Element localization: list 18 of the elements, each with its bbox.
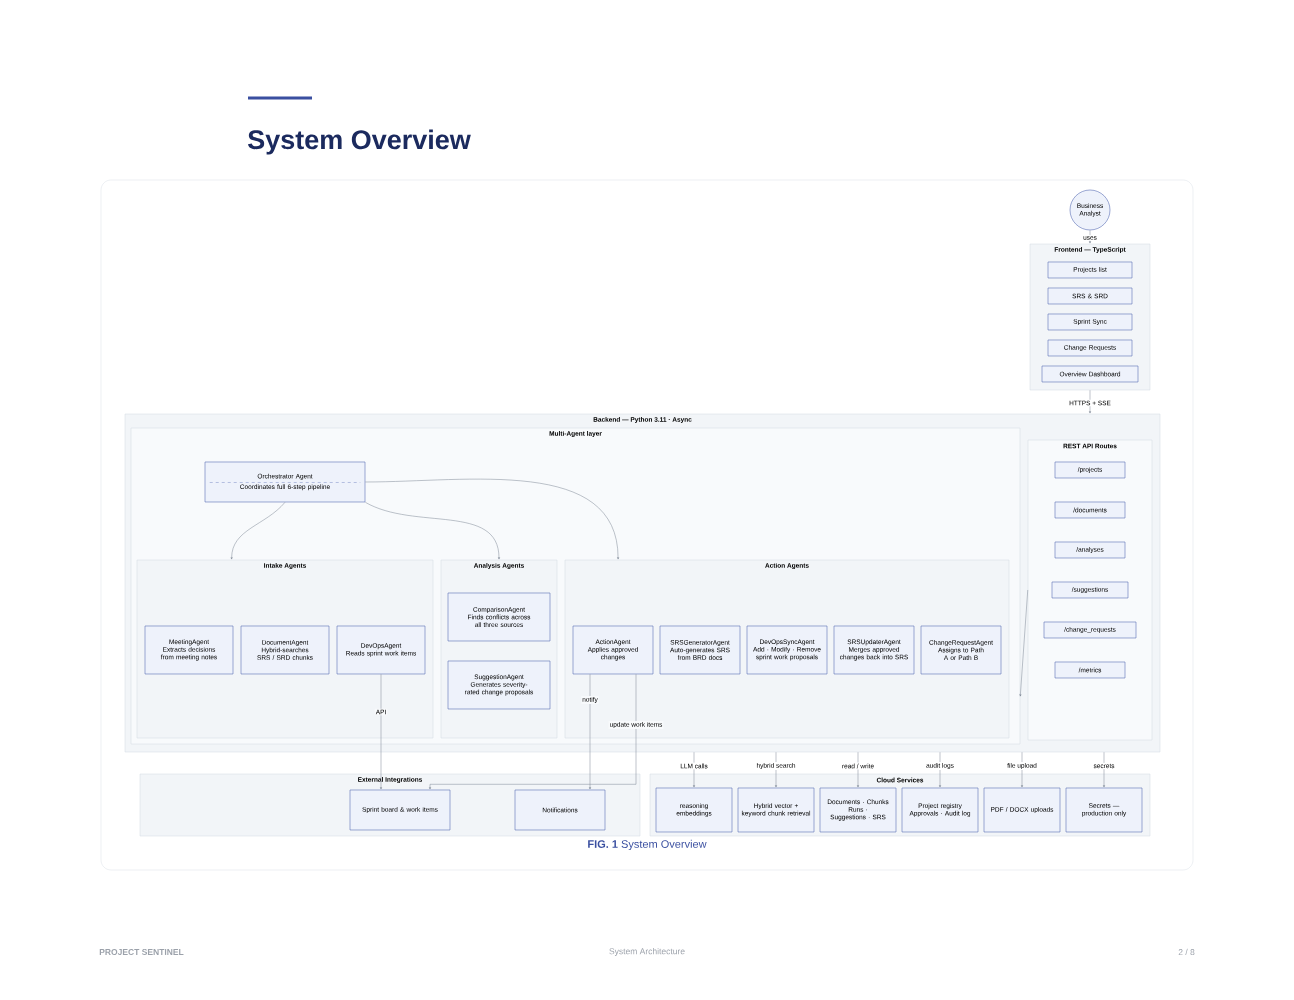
footer-text: PROJECT SENTINEL [99,949,184,955]
arrow [775,752,777,788]
arrow [1089,230,1091,244]
arrow [365,478,620,560]
arrow [693,752,695,788]
arrow [230,502,286,560]
arrow [429,674,637,790]
figure-caption: FIG. 1 System Overview [588,839,707,851]
footer-text: 2 / 8 [1178,948,1195,956]
arrow [1103,752,1105,788]
footer-text: System Architecture [609,948,685,956]
arrow [939,752,941,788]
page-title: System Overview [248,129,471,155]
arrow [857,752,859,788]
arrow [1019,589,1028,697]
arrow [1021,752,1023,788]
arrow [1089,390,1091,414]
arrow [365,502,500,560]
